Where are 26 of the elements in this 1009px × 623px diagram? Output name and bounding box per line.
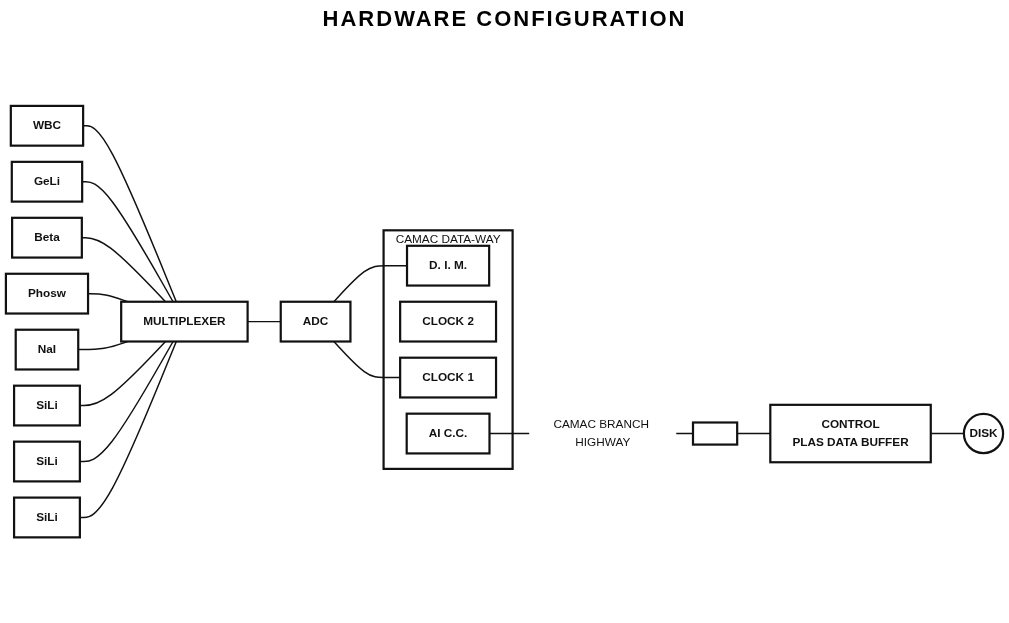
connector (930, 432, 965, 435)
diagram-title: HARDWARE CONFIGURATION (321, 6, 688, 32)
connector (81, 180, 174, 303)
node-box: AI C.C. (405, 412, 491, 455)
node-circle: DISK (962, 412, 1005, 455)
edge-label: CAMAC BRANCH HIGHWAY (553, 417, 649, 449)
connector (79, 340, 174, 463)
node-box: D. I. M. (405, 244, 491, 287)
connector (79, 340, 167, 407)
node-box: CLOCK 1 (399, 356, 498, 399)
node-box: MULTIPLEXER (120, 300, 249, 343)
node-box: CLOCK 2 (399, 300, 498, 343)
node-box: ADC (279, 300, 352, 343)
node-box: SiLi (13, 384, 81, 427)
node-box: NaI (14, 328, 80, 371)
node-box: SiLi (13, 440, 81, 483)
node-box: CONTROL PLAS DATA BUFFER (769, 403, 932, 464)
node-box: Beta (11, 216, 83, 259)
node-box: WBC (9, 104, 85, 147)
connector (79, 340, 178, 519)
connector (82, 124, 178, 303)
node-box: Phosw (4, 272, 90, 315)
node-box: SiLi (13, 496, 81, 539)
connector (81, 236, 167, 303)
node-box: GeLi (10, 160, 84, 203)
node-box (691, 421, 739, 446)
